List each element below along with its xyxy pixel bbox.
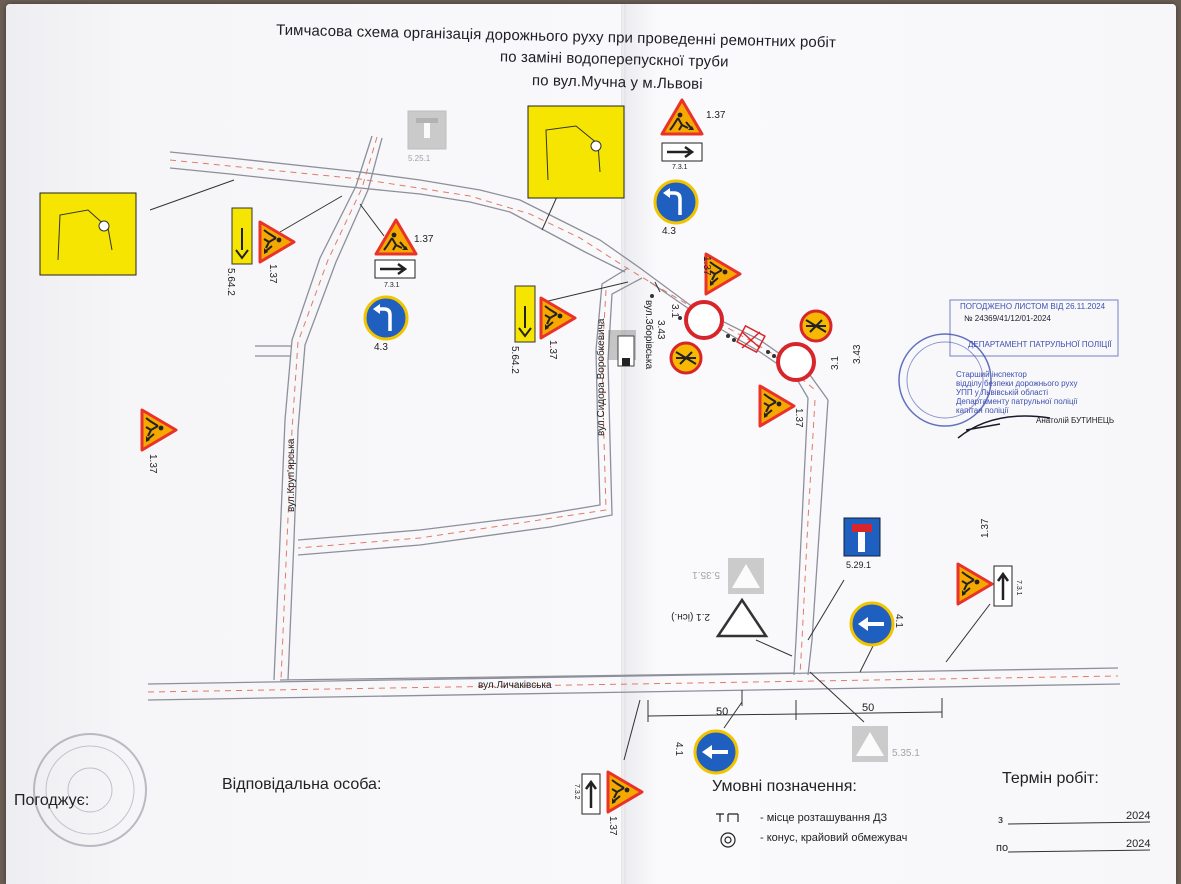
roadworks-warning-icon xyxy=(606,770,644,814)
stamp-line4: Департаменту патрульної поліції xyxy=(956,397,1078,406)
sign-leaders xyxy=(149,179,991,761)
detour-board-top xyxy=(527,105,625,199)
sign-label-137: 1.37 xyxy=(701,256,712,276)
road-closure-icon xyxy=(669,341,703,375)
sign-label-137: 1.37 xyxy=(607,816,618,836)
round-seal xyxy=(33,733,147,847)
street-label-zborivska: вул.Зборівська xyxy=(643,300,654,370)
roadworks-warning-icon xyxy=(956,562,994,606)
road-centerlines xyxy=(147,136,1119,693)
police-stamp xyxy=(898,299,1119,439)
pedestrian-crossing-icon xyxy=(852,726,888,762)
dead-end-icon xyxy=(843,517,881,557)
approval-label: Погоджує: xyxy=(14,792,90,809)
street-label-sydora: вул.Сидора Воробкевича xyxy=(596,318,607,436)
legend-title: Умовні позначення: xyxy=(712,778,857,795)
sign-label-343: 3.43 xyxy=(852,344,863,364)
page-fold xyxy=(621,4,627,884)
street-label-kruphyrska: вул.Круп'ярська xyxy=(286,438,297,512)
roadworks-warning-icon xyxy=(539,296,577,340)
road-closure-icon xyxy=(799,309,833,343)
direction-plate-icon xyxy=(581,773,601,815)
dimension-50: 50 xyxy=(862,702,875,714)
sign-label-5351: 5.35.1 xyxy=(892,748,920,759)
stamp-signer-name: Анатолій БУТИНЕЦЬ xyxy=(1036,416,1115,425)
cone-marks xyxy=(650,294,776,358)
sign-label-732: 7.3.2 xyxy=(573,784,580,800)
stamp-dept: ДЕПАРТАМЕНТ ПАТРУЛЬНОЇ ПОЛІЦІЇ xyxy=(968,340,1112,349)
stamp-number: № 24369/41/12/01-2024 xyxy=(964,314,1051,323)
sign-label-41: 4.1 xyxy=(673,742,684,756)
legend-item-cone: - конус, крайовий обмежувач xyxy=(760,832,908,844)
sign-label-137: 1.37 xyxy=(547,340,558,360)
sign-label-137: 1.37 xyxy=(980,518,991,538)
sign-label-5351: 5.35.1 xyxy=(692,569,720,580)
stamp-line1: Старший інспектор xyxy=(956,370,1027,379)
roadworks-warning-icon xyxy=(258,220,296,264)
direction-plate-icon xyxy=(661,142,703,162)
sign-label-41: 4.1 xyxy=(893,614,904,628)
term-from-year: 2024 xyxy=(1126,810,1151,822)
sign-location-glyph xyxy=(716,813,739,822)
sign-label-31: 3.1 xyxy=(669,304,680,318)
sign-label-5642: 5.64.2 xyxy=(509,346,520,374)
stamp-header: ПОГОДЖЕНО ЛИСТОМ ВІД 26.11.2024 xyxy=(960,302,1106,311)
roadworks-warning-icon xyxy=(374,218,418,256)
road-network xyxy=(147,135,1121,701)
sign-label-731: 7.3.1 xyxy=(672,164,688,171)
left-direction-mandatory-icon xyxy=(693,729,739,775)
sign-label-343: 3.43 xyxy=(655,320,666,340)
yield-triangle-icon xyxy=(715,597,769,638)
sign-label-5251: 5.25.1 xyxy=(408,154,431,163)
sign-label-31: 3.1 xyxy=(830,356,841,370)
dead-end-icon xyxy=(617,335,635,367)
cone-glyph xyxy=(720,832,736,848)
sign-label-43: 4.3 xyxy=(374,342,388,353)
detour-board-left xyxy=(39,192,137,276)
term-title: Термін робіт: xyxy=(1002,770,1099,787)
roadworks-warning-icon xyxy=(140,408,178,452)
street-label-lychakivska: вул.Личаківська xyxy=(478,680,552,691)
legend-item-sign-location: - місце розташування ДЗ xyxy=(760,812,888,824)
detour-direction-icon xyxy=(514,285,536,343)
sign-label-137: 1.37 xyxy=(793,408,804,428)
term-from-label: з xyxy=(998,814,1004,826)
sign-label-21: 2.1 (існ.) xyxy=(671,611,710,622)
stamp-line5: капітан поліції xyxy=(956,406,1009,415)
roadworks-warning-icon xyxy=(758,384,796,428)
direction-plate-icon xyxy=(993,565,1013,607)
stamp-line2: відділу безпеки дорожнього руху xyxy=(956,379,1078,388)
term-lines xyxy=(1007,821,1151,853)
roadworks-warning-icon xyxy=(660,98,704,136)
sign-label-5291: 5.29.1 xyxy=(846,560,872,570)
pedestrian-crossing-icon xyxy=(728,558,764,594)
detour-direction-icon xyxy=(231,207,253,265)
stamp-line3: УПП у Львівській області xyxy=(956,388,1048,397)
direction-plate-icon xyxy=(374,259,416,279)
road-barrier xyxy=(736,324,766,354)
left-direction-mandatory-icon xyxy=(849,601,895,647)
term-to-year: 2024 xyxy=(1126,838,1151,850)
turn-left-mandatory-icon xyxy=(653,179,699,225)
no-entry-icon xyxy=(684,300,724,340)
dimension-lines xyxy=(647,690,943,722)
no-entry-icon xyxy=(776,342,816,382)
sign-label-137: 1.37 xyxy=(267,264,278,284)
sign-label-5642: 5.64.2 xyxy=(225,268,236,296)
sign-label-731: 7.3.1 xyxy=(384,282,400,289)
term-to-label: по xyxy=(996,842,1009,854)
sign-label-731: 7.3.1 xyxy=(1015,580,1022,596)
dimension-50: 50 xyxy=(716,706,729,718)
turn-left-mandatory-icon xyxy=(363,295,409,341)
dead-end-icon xyxy=(407,110,447,150)
sign-label-137: 1.37 xyxy=(147,454,158,474)
sign-label-43: 4.3 xyxy=(662,226,676,237)
responsible-person-label: Відповідальна особа: xyxy=(222,776,382,793)
sign-label-137: 1.37 xyxy=(706,110,726,121)
sign-label-137: 1.37 xyxy=(414,234,434,245)
